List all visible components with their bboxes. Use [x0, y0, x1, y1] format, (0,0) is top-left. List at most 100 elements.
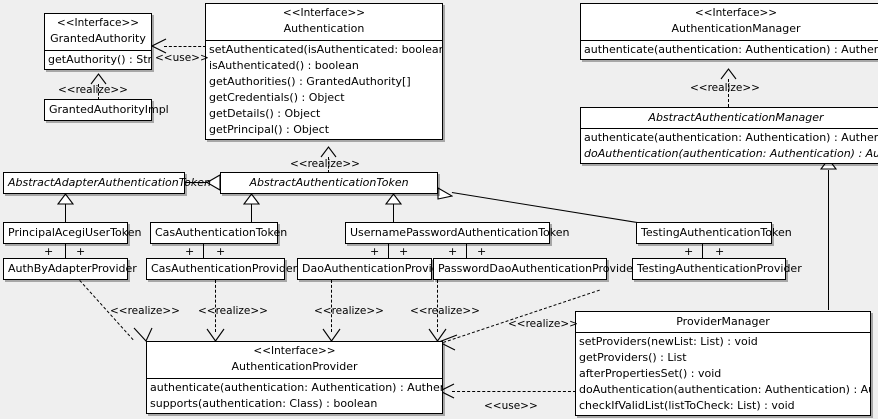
- triangle-icon-generalization-providermanager: [820, 158, 837, 170]
- class-name-dao-authentication-provider: DaoAuthenticationProvider: [302, 262, 450, 275]
- class-member: setAuthenticated(isAuthenticated: boolea…: [209, 43, 442, 56]
- class-member: getPrincipal() : Object: [209, 123, 330, 136]
- assoc-marker-plus: +: [477, 245, 487, 258]
- class-name-testing-authentication-token: TestingAuthenticationToken: [641, 226, 792, 239]
- class-name-authentication-provider: AuthenticationProvider: [231, 360, 358, 373]
- class-box-dao-authentication-provider[interactable]: DaoAuthenticationProvider: [297, 258, 450, 280]
- triangle-icon-generalization-userpasstoken: [385, 193, 402, 205]
- arrow-open-icon-use-grantedauthority: [150, 38, 168, 56]
- class-box-abstract-adapter-authentication-token[interactable]: AbstractAdapterAuthenticationToken: [3, 172, 211, 194]
- class-box-abstract-authentication-manager[interactable]: AbstractAuthenticationManager authentica…: [580, 107, 878, 164]
- class-header-dao-authentication-provider: DaoAuthenticationProvider: [298, 259, 450, 279]
- class-name-principal-acegi-user-token: PrincipalAcegiUserToken: [8, 226, 142, 239]
- class-header-principal-acegi-user-token: PrincipalAcegiUserToken: [4, 223, 142, 243]
- class-header-granted-authority-impl: GrantedAuthorityImpl: [45, 100, 169, 120]
- connector-assoc-userpass-passworddao: [466, 243, 467, 258]
- class-separator: [45, 50, 151, 51]
- class-header-password-dao-authentication-provider: PasswordDaoAuthenticationProvider: [434, 259, 637, 279]
- class-header-cas-authentication-provider: CasAuthenticationProvider: [147, 259, 298, 279]
- connector-label-realize-abstractauthmanager: <<realize>>: [690, 82, 760, 94]
- class-box-granted-authority[interactable]: <<Interface>> GrantedAuthority getAuthor…: [44, 13, 152, 70]
- class-box-granted-authority-impl[interactable]: GrantedAuthorityImpl: [44, 99, 169, 121]
- stereotype-interface: <<Interface>>: [694, 7, 778, 19]
- class-box-testing-authentication-token[interactable]: TestingAuthenticationToken: [636, 222, 792, 244]
- class-member: setProviders(newList: List) : void: [579, 335, 758, 348]
- triangle-icon-generalization-castoken: [243, 193, 260, 205]
- class-members-provider-manager: setProviders(newList: List) : void getPr…: [576, 333, 870, 415]
- stereotype-interface: <<Interface>>: [253, 345, 336, 357]
- class-member: getDetails() : Object: [209, 107, 321, 120]
- class-separator: [581, 40, 878, 41]
- triangle-icon-realize-authentication: [320, 146, 337, 158]
- triangle-icon-realize-authenticationmanager: [720, 68, 737, 80]
- triangle-icon-realize-grantedauthority: [90, 73, 107, 85]
- triangle-icon-generalization-principaltoken: [57, 193, 74, 205]
- class-name-auth-by-adapter-provider: AuthByAdapterProvider: [8, 262, 137, 275]
- connector-assoc-principal-authbyadapter: [65, 243, 66, 258]
- connector-assoc-cas-token-provider: [203, 243, 204, 258]
- class-name-testing-authentication-provider: TestingAuthenticationProvider: [637, 262, 802, 275]
- class-member: checkIfValidList(listToCheck: List) : vo…: [579, 399, 795, 412]
- connector-use-providermanager: [452, 391, 576, 392]
- class-members-abstract-authentication-manager: authenticate(authentication: Authenticat…: [581, 129, 878, 163]
- class-header-authentication-provider: <<Interface>> AuthenticationProvider: [147, 342, 442, 378]
- triangle-icon-generalization-testingtoken: [437, 184, 453, 201]
- class-box-username-password-authentication-token[interactable]: UsernamePasswordAuthenticationToken: [345, 222, 570, 244]
- class-header-authentication: <<Interface>> Authentication: [206, 4, 442, 40]
- class-member: getCredentials() : Object: [209, 91, 345, 104]
- connector-assoc-userpass-dao: [388, 243, 389, 258]
- class-separator: [581, 128, 878, 129]
- class-header-auth-by-adapter-provider: AuthByAdapterProvider: [4, 259, 137, 279]
- class-box-authentication[interactable]: <<Interface>> Authentication setAuthenti…: [205, 3, 443, 140]
- class-name-granted-authority: GrantedAuthority: [50, 32, 146, 45]
- class-member-abstract: doAuthentication(authentication: Authent…: [584, 147, 878, 160]
- class-name-granted-authority-impl: GrantedAuthorityImpl: [49, 103, 169, 116]
- class-box-principal-acegi-user-token[interactable]: PrincipalAcegiUserToken: [3, 222, 142, 244]
- class-header-provider-manager: ProviderManager: [576, 312, 870, 332]
- class-members-authentication-provider: authenticate(authentication: Authenticat…: [147, 379, 442, 413]
- class-name-abstract-authentication-manager: AbstractAuthenticationManager: [648, 111, 824, 124]
- assoc-marker-plus: +: [370, 245, 380, 258]
- class-header-abstract-authentication-token: AbstractAuthenticationToken: [221, 173, 437, 193]
- class-member: getProviders() : List: [579, 351, 687, 364]
- class-separator: [147, 378, 442, 379]
- class-name-cas-authentication-token: CasAuthenticationToken: [155, 226, 288, 239]
- class-separator: [576, 332, 870, 333]
- class-name-abstract-adapter-authentication-token: AbstractAdapterAuthenticationToken: [8, 176, 211, 189]
- class-name-username-password-authentication-token: UsernamePasswordAuthenticationToken: [350, 226, 570, 239]
- class-box-password-dao-authentication-provider[interactable]: PasswordDaoAuthenticationProvider: [433, 258, 637, 280]
- class-member: authenticate(authentication: Authenticat…: [584, 131, 878, 144]
- connector-label-realize-daoprovider: <<realize>>: [314, 305, 384, 317]
- assoc-marker-plus: +: [185, 245, 195, 258]
- class-box-cas-authentication-provider[interactable]: CasAuthenticationProvider: [146, 258, 298, 280]
- class-header-granted-authority: <<Interface>> GrantedAuthority: [45, 14, 151, 50]
- class-member: getAuthority() : String: [48, 53, 151, 66]
- class-box-abstract-authentication-token[interactable]: AbstractAuthenticationToken: [220, 172, 438, 194]
- class-header-testing-authentication-token: TestingAuthenticationToken: [637, 223, 792, 243]
- class-member: supports(authentication: Class) : boolea…: [150, 397, 378, 410]
- class-box-authentication-provider[interactable]: <<Interface>> AuthenticationProvider aut…: [146, 341, 443, 414]
- assoc-marker-plus: +: [44, 245, 54, 258]
- class-members-authentication: setAuthenticated(isAuthenticated: boolea…: [206, 41, 442, 139]
- connector-realize-grantedauthorityimpl: [98, 84, 99, 100]
- connector-realize-abstractauthtoken: [328, 157, 329, 173]
- connector-label-use-grantedauthority: <<use>>: [155, 52, 209, 64]
- class-member: authenticate(authentication: Authenticat…: [150, 381, 442, 394]
- connector-label-realize-authbyadapter: <<realize>>: [110, 305, 180, 317]
- class-box-authentication-manager[interactable]: <<Interface>> AuthenticationManager auth…: [580, 3, 878, 60]
- assoc-marker-plus: +: [76, 245, 86, 258]
- class-box-cas-authentication-token[interactable]: CasAuthenticationToken: [150, 222, 288, 244]
- class-members-authentication-manager: authenticate(authentication: Authenticat…: [581, 41, 878, 59]
- connector-assoc-testing-token-provider: [702, 243, 703, 258]
- connector-label-use-providermanager: <<use>>: [484, 400, 538, 412]
- assoc-marker-plus: +: [216, 245, 226, 258]
- connector-generalization-principaltoken: [65, 204, 66, 223]
- connector-label-realize-grantedauthorityimpl: <<realize>>: [58, 84, 128, 96]
- class-box-auth-by-adapter-provider[interactable]: AuthByAdapterProvider: [3, 258, 137, 280]
- connector-generalization-castoken: [251, 204, 252, 223]
- class-box-provider-manager[interactable]: ProviderManager setProviders(newList: Li…: [575, 311, 871, 416]
- class-name-cas-authentication-provider: CasAuthenticationProvider: [151, 262, 298, 275]
- assoc-marker-plus: +: [684, 245, 694, 258]
- connector-realize-daoprovider: [331, 280, 332, 332]
- class-box-testing-authentication-provider[interactable]: TestingAuthenticationProvider: [632, 258, 802, 280]
